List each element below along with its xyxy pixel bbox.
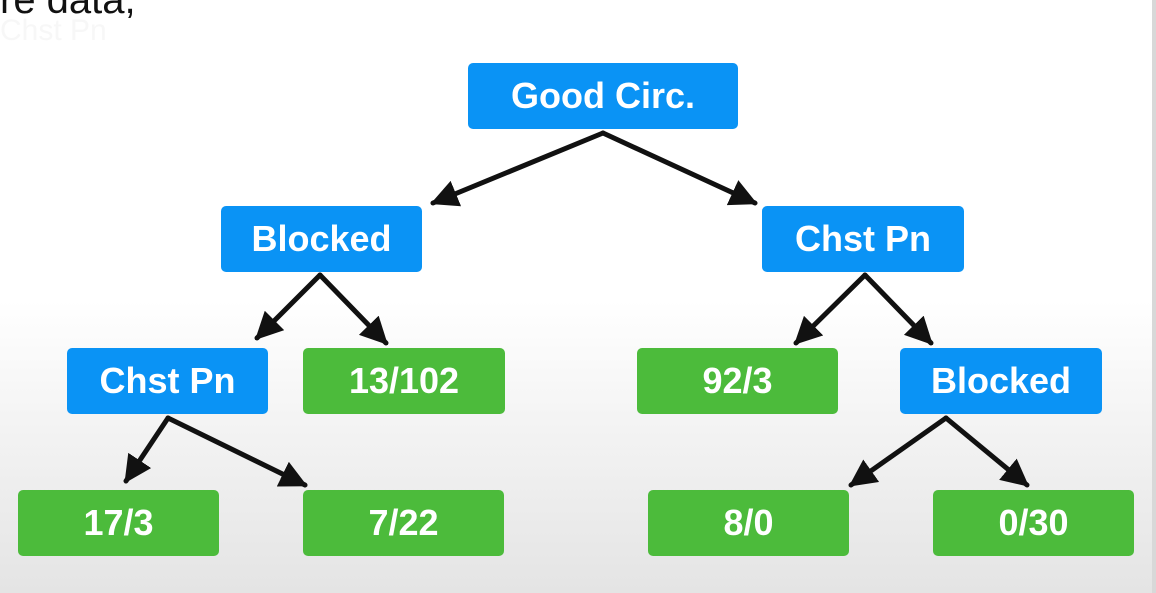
leaf-92-3: 92/3 — [637, 348, 838, 414]
partial-caption-text: re data, — [0, 0, 136, 22]
node-chst-pn: Chst Pn — [762, 206, 964, 272]
node-blocked-right: Blocked — [900, 348, 1102, 414]
faded-caption-text: Chst Pn — [0, 14, 107, 47]
leaf-0-30: 0/30 — [933, 490, 1134, 556]
arrow-root-to-chst-pn — [600, 130, 758, 206]
leaf-8-0: 8/0 — [648, 490, 849, 556]
leaf-7-22: 7/22 — [303, 490, 504, 556]
arrow-chst-pn-to-7-22 — [165, 415, 308, 488]
leaf-13-102: 13/102 — [303, 348, 505, 414]
arrow-chst-pn-to-92-3 — [793, 272, 868, 346]
leaf-17-3: 17/3 — [18, 490, 219, 556]
window-edge — [1152, 0, 1156, 593]
arrow-chst-pn-to-17-3 — [123, 415, 171, 484]
node-chst-pn-left: Chst Pn — [67, 348, 268, 414]
arrow-blocked-to-8-0 — [848, 415, 949, 488]
arrow-root-to-blocked — [430, 130, 606, 207]
arrow-blocked-to-0-30 — [943, 415, 1030, 488]
arrow-blocked-to-13-102 — [317, 272, 389, 346]
node-blocked: Blocked — [221, 206, 422, 272]
arrow-chst-pn-to-blocked — [862, 272, 934, 346]
arrow-blocked-to-chst-pn — [254, 272, 323, 341]
root-node-good-circ: Good Circ. — [468, 63, 738, 129]
